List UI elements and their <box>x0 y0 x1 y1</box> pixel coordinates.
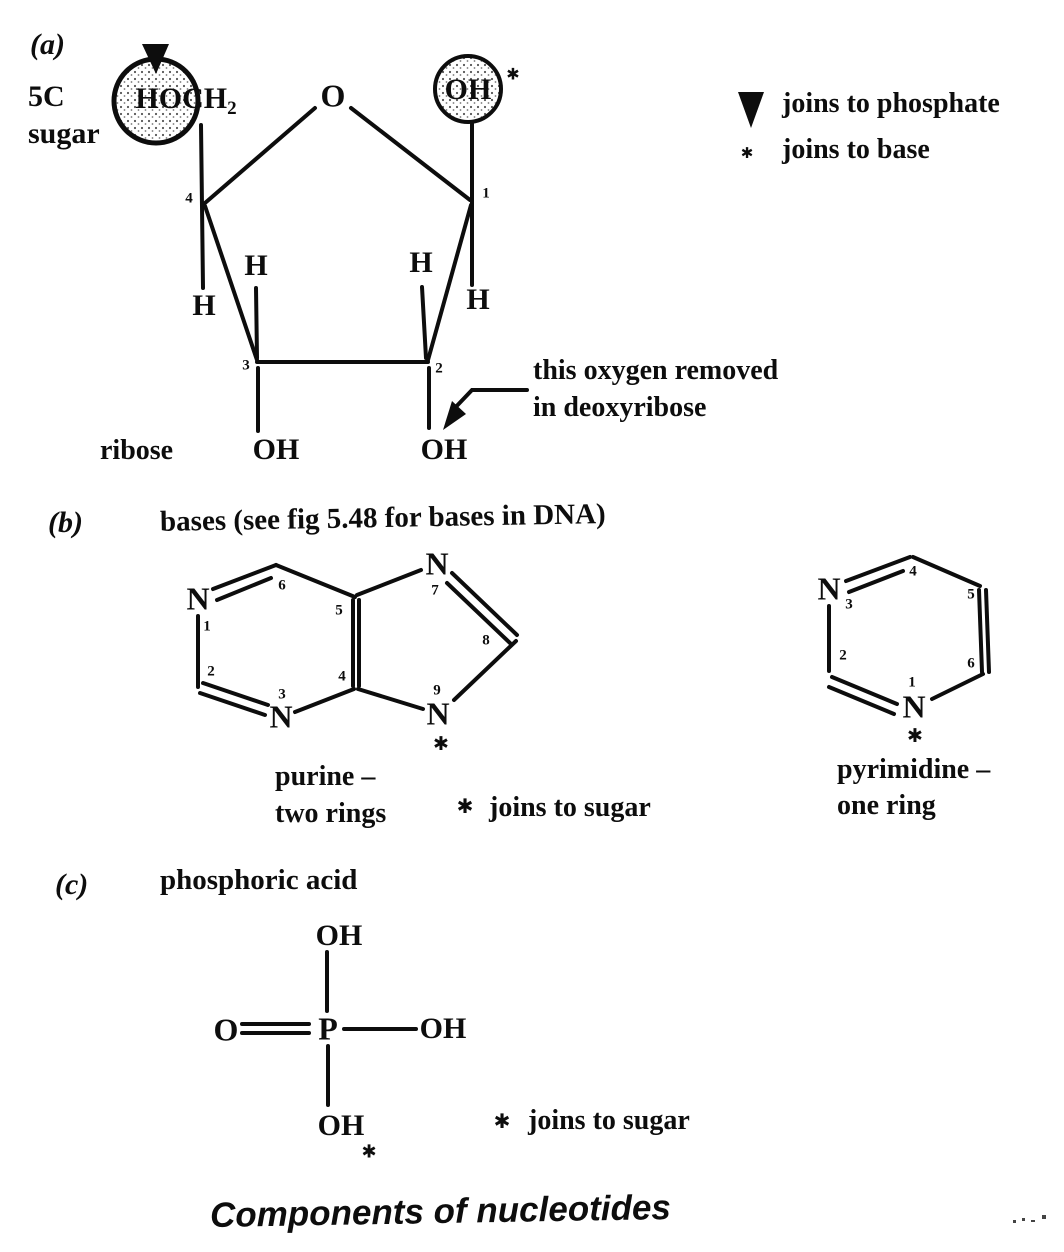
ribose-ring-bonds <box>111 54 503 433</box>
figure-caption: Components of nucleotides <box>209 1187 672 1236</box>
purine-joins-note: joins to sugar <box>489 792 651 823</box>
purine-caption-line1: purine – <box>275 761 376 792</box>
phosphate-double-o: O <box>213 1011 239 1048</box>
pyrimidine-n3-atom: N <box>817 570 841 607</box>
section-c-index: (c) <box>55 868 89 901</box>
phosphate-joins-note: joins to sugar <box>528 1105 690 1136</box>
purine-num-1: 1 <box>203 618 211 635</box>
purine-n7-atom: N <box>425 545 449 582</box>
oh-atom-c2: OH <box>420 433 468 466</box>
purine-num-4: 4 <box>338 668 346 685</box>
phosphate-oh-bottom: OH <box>317 1109 365 1142</box>
ribose-c2-number: 2 <box>435 360 443 377</box>
purine-ring-bonds <box>196 563 519 717</box>
purine-caption-line2: two rings <box>275 798 387 829</box>
section-a-index: (a) <box>30 28 65 61</box>
legend-base-label: joins to base <box>782 134 930 165</box>
phosphate-joins-star-icon: ✱ <box>493 1109 511 1133</box>
deoxyribose-arrow <box>443 388 529 430</box>
phosphate-triangle-marker <box>142 44 169 74</box>
legend-phosphate-label: joins to phosphate <box>782 88 1000 119</box>
hoch2-subscript: 2 <box>227 98 237 119</box>
purine-num-2: 2 <box>207 663 215 680</box>
pyrimidine-ring-bonds <box>827 555 991 716</box>
purine-n9-atom: N <box>426 695 450 732</box>
h-atom-c3: H <box>244 249 268 282</box>
purine-num-7: 7 <box>431 582 439 599</box>
sugar-title-line2: sugar <box>28 117 100 150</box>
pyrimidine-num-6: 6 <box>967 655 975 672</box>
pyrimidine-sugar-star-icon: ✱ <box>907 725 923 747</box>
pyrimidine-num-1: 1 <box>908 674 916 691</box>
ribose-c4-number: 4 <box>185 190 193 207</box>
purine-sugar-star-icon: ✱ <box>433 733 449 755</box>
h-atom-c1: H <box>466 283 490 316</box>
ribose-name-label: ribose <box>100 435 174 466</box>
pyrimidine-num-2: 2 <box>839 647 847 664</box>
purine-n1-atom: N <box>186 580 210 617</box>
phosphate-oh-top: OH <box>315 919 363 952</box>
purine-num-5: 5 <box>335 602 343 619</box>
purine-num-6: 6 <box>278 577 286 594</box>
phosphoric-acid-heading: phosphoric acid <box>160 864 358 896</box>
ribose-c3-number: 3 <box>242 357 250 374</box>
purine-num-9: 9 <box>433 682 441 699</box>
phosphoric-acid-bonds <box>240 950 418 1107</box>
base-join-circle <box>433 54 503 124</box>
h-atom-c2: H <box>409 246 433 279</box>
pyrimidine-n1-atom: N <box>902 688 926 725</box>
phosphorus-atom: P <box>318 1010 338 1047</box>
purine-num-3: 3 <box>278 686 286 703</box>
scan-specks <box>1013 1215 1046 1223</box>
sugar-title-line1: 5C <box>28 80 65 113</box>
annotation-line2: in deoxyribose <box>533 392 707 423</box>
hoch2-label: HOCH <box>135 82 228 115</box>
pyrimidine-num-4: 4 <box>909 563 917 580</box>
base-join-star-icon: ✱ <box>506 64 520 84</box>
purine-joins-star-icon: ✱ <box>456 794 474 818</box>
pyrimidine-caption-line2: one ring <box>837 790 936 821</box>
ring-oxygen-label: O <box>320 77 346 114</box>
legend-star-icon: ✱ <box>740 144 754 162</box>
h-atom-c4: H <box>192 289 216 322</box>
oh-atom-c3: OH <box>252 433 300 466</box>
phosphate-sugar-star-icon: ✱ <box>361 1141 377 1163</box>
pyrimidine-num-5: 5 <box>967 586 975 603</box>
circled-oh-label: OH <box>444 73 492 106</box>
annotation-line1: this oxygen removed <box>533 355 779 386</box>
pyrimidine-caption-line1: pyrimidine – <box>837 754 991 785</box>
ribose-c1-number: 1 <box>482 185 490 202</box>
hoch2-group: HOCH2 <box>135 82 236 120</box>
legend-triangle-icon <box>738 92 764 128</box>
purine-num-8: 8 <box>482 632 490 649</box>
pyrimidine-num-3: 3 <box>845 596 853 613</box>
section-b-index: (b) <box>48 506 83 539</box>
phosphate-oh-right: OH <box>419 1012 467 1045</box>
purine-n3-atom: N <box>269 698 293 735</box>
